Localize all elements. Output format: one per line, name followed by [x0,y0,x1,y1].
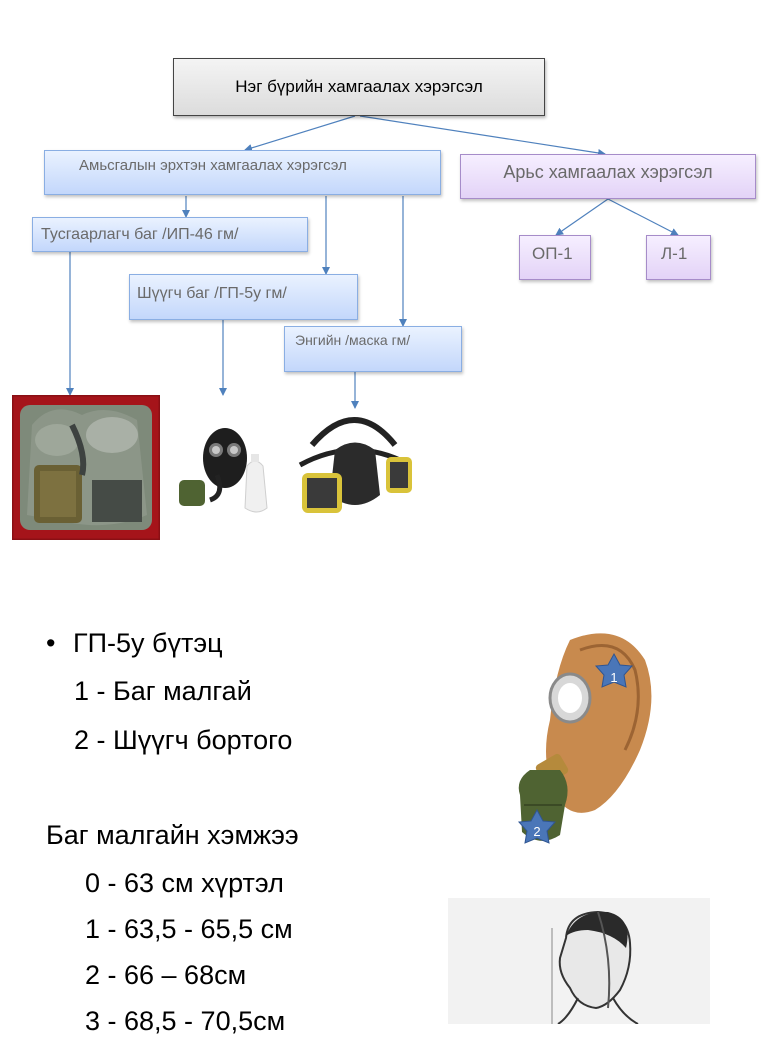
isolating-mask-label: Тусгаарлагч баг /ИП-46 гм/ [41,225,239,243]
structure-title-line: • ГП-5у бүтэц [46,628,223,659]
gp5-structure-illustration: 1 2 [517,633,652,844]
root-box: Нэг бүрийн хамгаалах хэрэгсэл [173,58,545,116]
sizes-title: Баг малгайн хэмжээ [46,820,299,850]
structure-item-2: 2 - Шүүгч бортого [74,725,293,755]
simple-mask-box: Энгийн /маска гм/ [284,326,462,372]
size-row-0: 0 - 63 см хүртэл [85,868,284,898]
head-measurement-sketch [448,898,710,1024]
structure-title: ГП-5у бүтэц [72,628,223,658]
isolating-mask-kit-photo [12,395,160,540]
filtering-mask-label: Шүүгч баг /ГП-5у гм/ [137,285,287,302]
respiratory-protection-label: Амьсгалын эрхтэн хамгаалах хэрэгсэл [79,157,347,174]
size-row-3: 3 - 68,5 - 70,5см [85,1006,286,1036]
connector-lines [66,115,679,409]
l1-box: Л-1 [646,235,711,280]
skin-protection-box: Арьс хамгаалах хэрэгсэл [460,154,756,199]
bullet: • [46,628,56,658]
filtering-mask-box: Шүүгч баг /ГП-5у гм/ [129,274,358,320]
simple-mask-label: Энгийн /маска гм/ [295,332,411,348]
marker-2-star [517,808,557,844]
op1-label: ОП-1 [532,243,573,263]
size-row-1: 1 - 63,5 - 65,5 см [85,914,293,944]
half-mask-respirator-photo [298,417,412,513]
size-row-2: 2 - 66 – 68см [85,960,247,990]
marker-2-label: 2 [533,824,540,839]
root-label: Нэг бүрийн хамгаалах хэрэгсэл [235,77,483,96]
isolating-mask-box: Тусгаарлагч баг /ИП-46 гм/ [32,217,308,252]
skin-protection-label: Арьс хамгаалах хэрэгсэл [503,162,713,182]
l1-label: Л-1 [661,243,688,263]
marker-1-label: 1 [610,670,617,685]
gp5-gas-mask-photo [179,428,268,513]
op1-box: ОП-1 [519,235,591,280]
respiratory-protection-box: Амьсгалын эрхтэн хамгаалах хэрэгсэл [44,150,441,195]
marker-1-star [594,652,634,688]
structure-item-1: 1 - Баг малгай [74,676,252,706]
